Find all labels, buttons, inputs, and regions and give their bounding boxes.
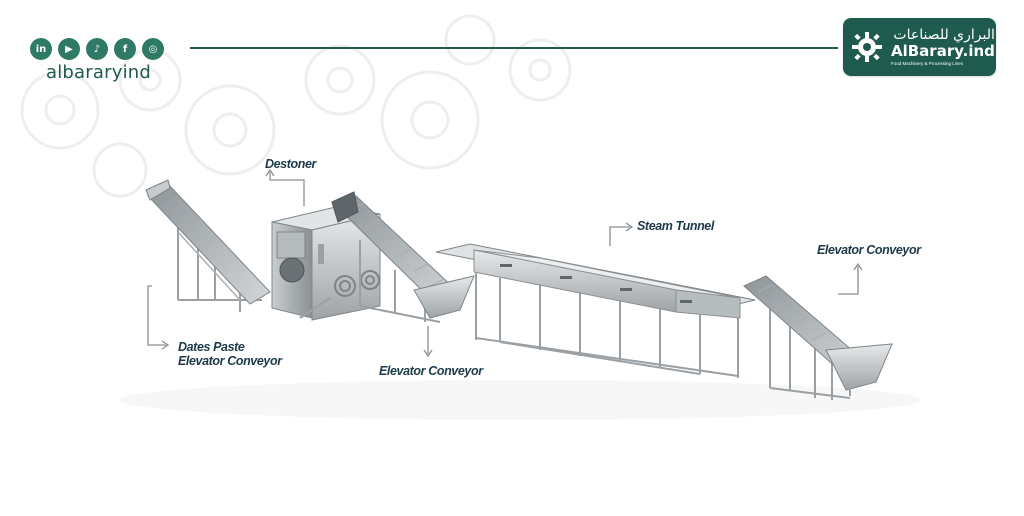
- label-elevator-conveyor-right: Elevator Conveyor: [817, 243, 921, 257]
- header-divider: [190, 47, 838, 49]
- logo-arabic-text: البراري للصناعات: [893, 26, 995, 43]
- destoner-machine: [271, 205, 381, 321]
- label-dates-paste-elevator-conveyor: Dates Paste Elevator Conveyor: [178, 340, 282, 368]
- floor-shadow: [120, 380, 920, 420]
- callout-arrows: [147, 168, 863, 358]
- gear-watermark: [20, 14, 572, 198]
- dates-paste-elevator-conveyor: [145, 179, 271, 312]
- youtube-icon[interactable]: ▶: [58, 38, 80, 60]
- facebook-icon[interactable]: f: [114, 38, 136, 60]
- brand-handle: albararyind: [46, 62, 152, 83]
- steam-tunnel: [435, 243, 756, 378]
- label-dates-paste-line1: Dates Paste: [178, 340, 245, 354]
- linkedin-icon[interactable]: in: [30, 38, 52, 60]
- tiktok-icon[interactable]: ♪: [86, 38, 108, 60]
- label-dates-paste-line2: Elevator Conveyor: [178, 354, 282, 368]
- instagram-icon[interactable]: ◎: [142, 38, 164, 60]
- logo-name: AlBarary.ind: [891, 41, 995, 60]
- middle-elevator-conveyor: [331, 191, 475, 323]
- label-steam-tunnel: Steam Tunnel: [637, 219, 714, 233]
- label-destoner: Destoner: [265, 157, 316, 171]
- right-elevator-conveyor: [743, 275, 893, 400]
- social-links: in ▶ ♪ f ◎: [30, 38, 164, 60]
- label-elevator-conveyor-middle: Elevator Conveyor: [379, 364, 483, 378]
- brand-logo[interactable]: البراري للصناعات AlBarary.ind Food Machi…: [843, 18, 996, 76]
- logo-tagline: Food Machinery & Processing Lines: [891, 60, 964, 66]
- gear-logo-icon: [852, 32, 882, 62]
